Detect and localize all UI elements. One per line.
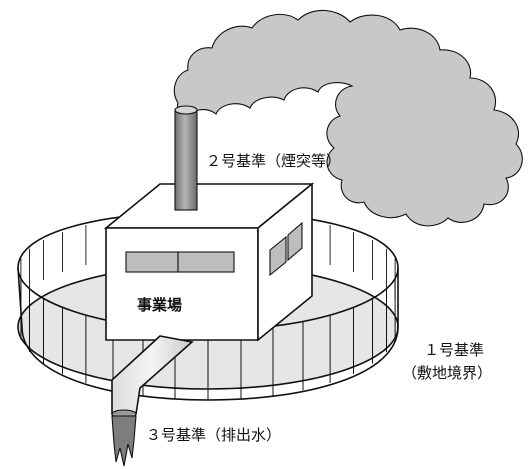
label-standard-3: ３号基準（排出水） xyxy=(146,426,281,444)
chimney xyxy=(174,105,198,211)
factory-front-wall xyxy=(105,227,259,341)
smoke-cloud xyxy=(173,9,523,227)
label-standard-2: ２号基準（煙突等） xyxy=(206,152,341,170)
side-window-back xyxy=(287,221,303,262)
chimney-top xyxy=(174,105,198,115)
factory-building xyxy=(103,182,315,342)
label-factory: 事業場 xyxy=(137,296,182,314)
side-window-front xyxy=(269,235,287,277)
front-window-right xyxy=(177,251,235,273)
label-standard-1-line2: （敷地境界） xyxy=(402,364,492,382)
effluent-flow xyxy=(111,415,137,467)
label-standard-1-line1: １号基準 xyxy=(424,341,484,359)
chimney-body xyxy=(174,109,198,211)
front-window-left xyxy=(125,251,179,273)
